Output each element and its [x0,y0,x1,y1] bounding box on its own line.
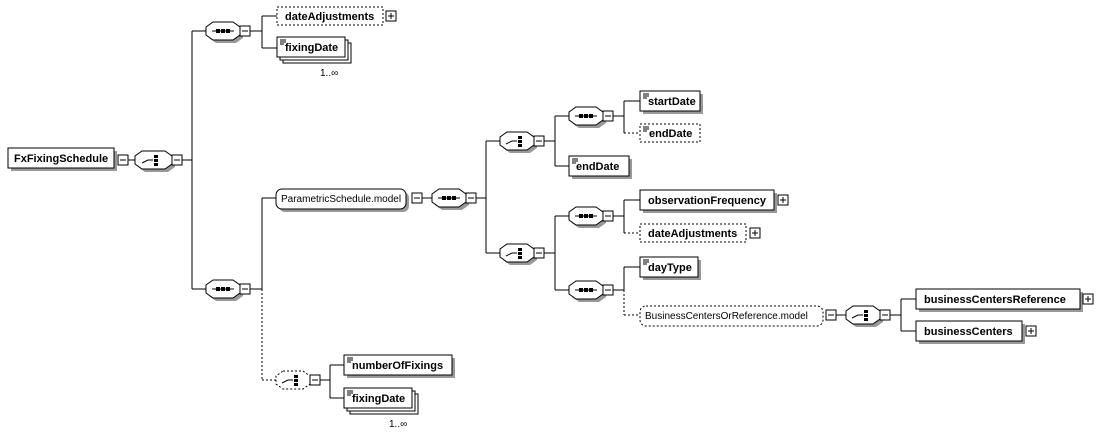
choice-compositor [134,150,183,172]
sequence-compositor [568,280,614,302]
element-fixing-date-multiple[interactable]: fixingDate 1..∞ [343,387,419,430]
element-label: observationFrequency [648,195,767,207]
root-element-label: FxFixingSchedule [14,153,108,165]
expand-plus-icon[interactable] [1025,325,1037,337]
choice-icon [505,248,522,259]
element-end-date-optional[interactable]: endDate [639,123,701,143]
expand-plus-icon[interactable] [777,194,789,206]
sequence-compositor [568,206,614,228]
collapse-minus-icon[interactable] [602,210,614,222]
group-label: ParametricSchedule.model [281,194,401,205]
choice-icon [141,155,158,166]
element-label: dateAdjustments [648,228,737,240]
root-element-box[interactable]: FxFixingSchedule [7,147,129,171]
collapse-minus-icon[interactable] [411,192,423,204]
annotation-lines-icon [347,390,353,396]
sequence-compositor [205,279,251,301]
annotation-lines-icon [347,357,353,363]
sequence-icon [575,114,597,118]
annotation-lines-icon [280,39,286,45]
collapse-minus-icon[interactable] [879,309,891,321]
sequence-icon [438,196,460,200]
element-start-date[interactable]: startDate [639,90,703,114]
sequence-icon [575,214,597,218]
element-business-centers[interactable]: businessCenters [915,320,1037,344]
collapse-minus-icon[interactable] [309,374,321,386]
element-label: fixingDate [285,42,338,54]
sequence-icon [212,29,234,33]
connector-lines [128,15,916,399]
element-number-of-fixings[interactable]: numberOfFixings [343,354,455,378]
element-label: numberOfFixings [352,360,443,372]
collapse-minus-icon[interactable] [117,154,129,166]
occurrence-label: 1..∞ [389,419,407,430]
collapse-minus-icon[interactable] [825,309,837,321]
choice-icon [505,136,522,147]
element-label: businessCenters [924,326,1013,338]
collapse-minus-icon[interactable] [602,284,614,296]
collapse-minus-icon[interactable] [239,25,251,37]
group-parametric-schedule-model[interactable]: ParametricSchedule.model [275,188,423,212]
sequence-compositor [431,188,477,210]
choice-compositor [499,243,545,265]
element-date-adjustments-optional[interactable]: dateAdjustments [639,223,761,243]
element-label: endDate [576,161,619,173]
element-date-adjustments-optional[interactable]: dateAdjustments [276,6,397,26]
element-end-date[interactable]: endDate [568,155,632,179]
element-label: dateAdjustments [285,11,374,23]
collapse-minus-icon[interactable] [465,192,477,204]
annotation-lines-icon [643,126,649,132]
group-label: BusinessCentersOrReference.model [645,311,808,322]
element-label: businessCentersReference [924,294,1066,306]
element-fixing-date-multiple[interactable]: fixingDate 1..∞ [276,36,352,79]
group-business-centers-or-reference-model[interactable]: BusinessCentersOrReference.model [639,305,837,327]
sequence-icon [212,287,234,291]
annotation-lines-icon [572,158,578,164]
annotation-lines-icon [643,93,649,99]
sequence-compositor [568,106,614,128]
collapse-minus-icon[interactable] [533,247,545,259]
choice-icon [281,375,298,386]
element-business-centers-reference[interactable]: businessCentersReference [915,288,1094,312]
expand-plus-icon[interactable] [749,227,761,239]
collapse-minus-icon[interactable] [602,110,614,122]
occurrence-label: 1..∞ [320,68,338,79]
expand-plus-icon[interactable] [385,10,397,22]
element-observation-frequency[interactable]: observationFrequency [639,189,789,213]
annotation-lines-icon [643,259,649,265]
sequence-icon [575,288,597,292]
element-label: endDate [649,128,692,140]
sequence-compositor [205,21,251,43]
choice-compositor [499,131,545,153]
choice-icon [851,310,868,321]
element-day-type[interactable]: dayType [639,256,701,280]
choice-compositor-optional [275,370,321,390]
choice-compositor [845,305,891,327]
expand-plus-icon[interactable] [1082,293,1094,305]
element-label: startDate [648,96,696,108]
collapse-minus-icon[interactable] [533,135,545,147]
collapse-minus-icon[interactable] [171,154,183,166]
element-label: fixingDate [352,393,405,405]
collapse-minus-icon[interactable] [239,283,251,295]
element-label: dayType [648,262,692,274]
